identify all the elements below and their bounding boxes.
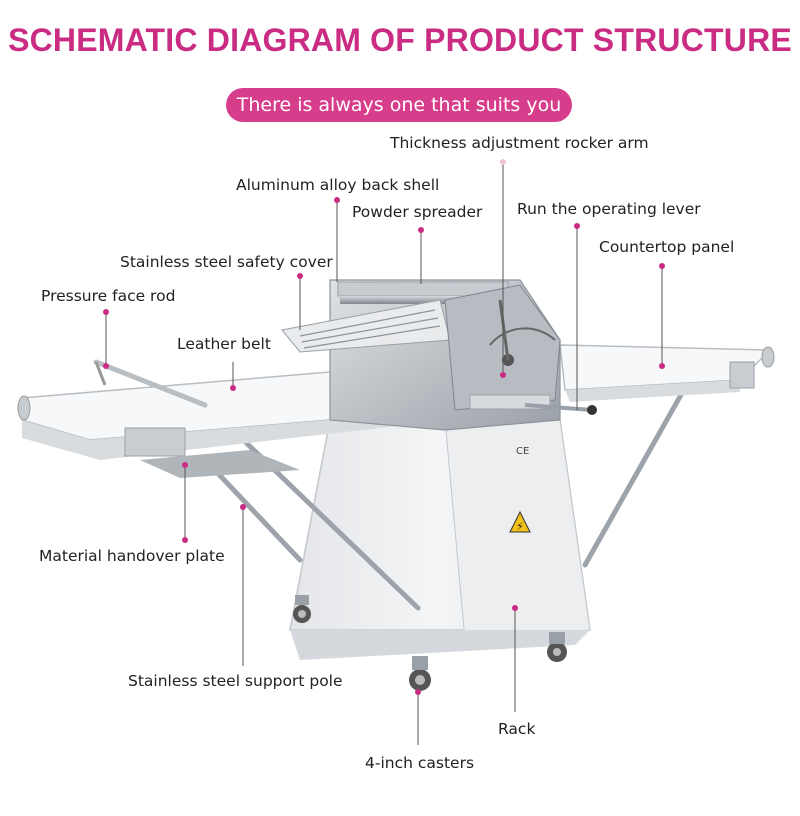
- label-support-pole: Stainless steel support pole: [128, 672, 343, 690]
- warning-icon: [509, 510, 531, 533]
- label-pressure-rod: Pressure face rod: [41, 287, 176, 305]
- label-handover-plate: Material handover plate: [39, 547, 225, 565]
- rack-cabinet: ⚡ CE: [289, 419, 591, 660]
- pressure-face-rod: [93, 359, 208, 408]
- label-countertop-panel: Countertop panel: [599, 238, 735, 256]
- label-operating-lever: Run the operating lever: [517, 200, 701, 218]
- label-casters: 4-inch casters: [365, 754, 475, 772]
- label-rack: Rack: [498, 720, 536, 738]
- leader-lines: [103, 159, 665, 745]
- label-safety-cover: Stainless steel safety cover: [120, 253, 333, 271]
- label-thickness-arm: Thickness adjustment rocker arm: [390, 134, 649, 152]
- right-conveyor-table: [559, 344, 775, 402]
- ce-mark: CE: [516, 446, 529, 457]
- subtitle-badge: There is always one that suits you: [226, 88, 572, 122]
- label-powder-spreader: Powder spreader: [352, 203, 483, 221]
- casters: [293, 595, 567, 691]
- label-back-shell: Aluminum alloy back shell: [236, 176, 440, 194]
- svg-text:⚡: ⚡: [516, 520, 524, 533]
- operating-lever: [524, 403, 597, 415]
- label-leather-belt: Leather belt: [177, 335, 271, 353]
- page-title: SCHEMATIC DIAGRAM OF PRODUCT STRUCTURE: [8, 22, 792, 58]
